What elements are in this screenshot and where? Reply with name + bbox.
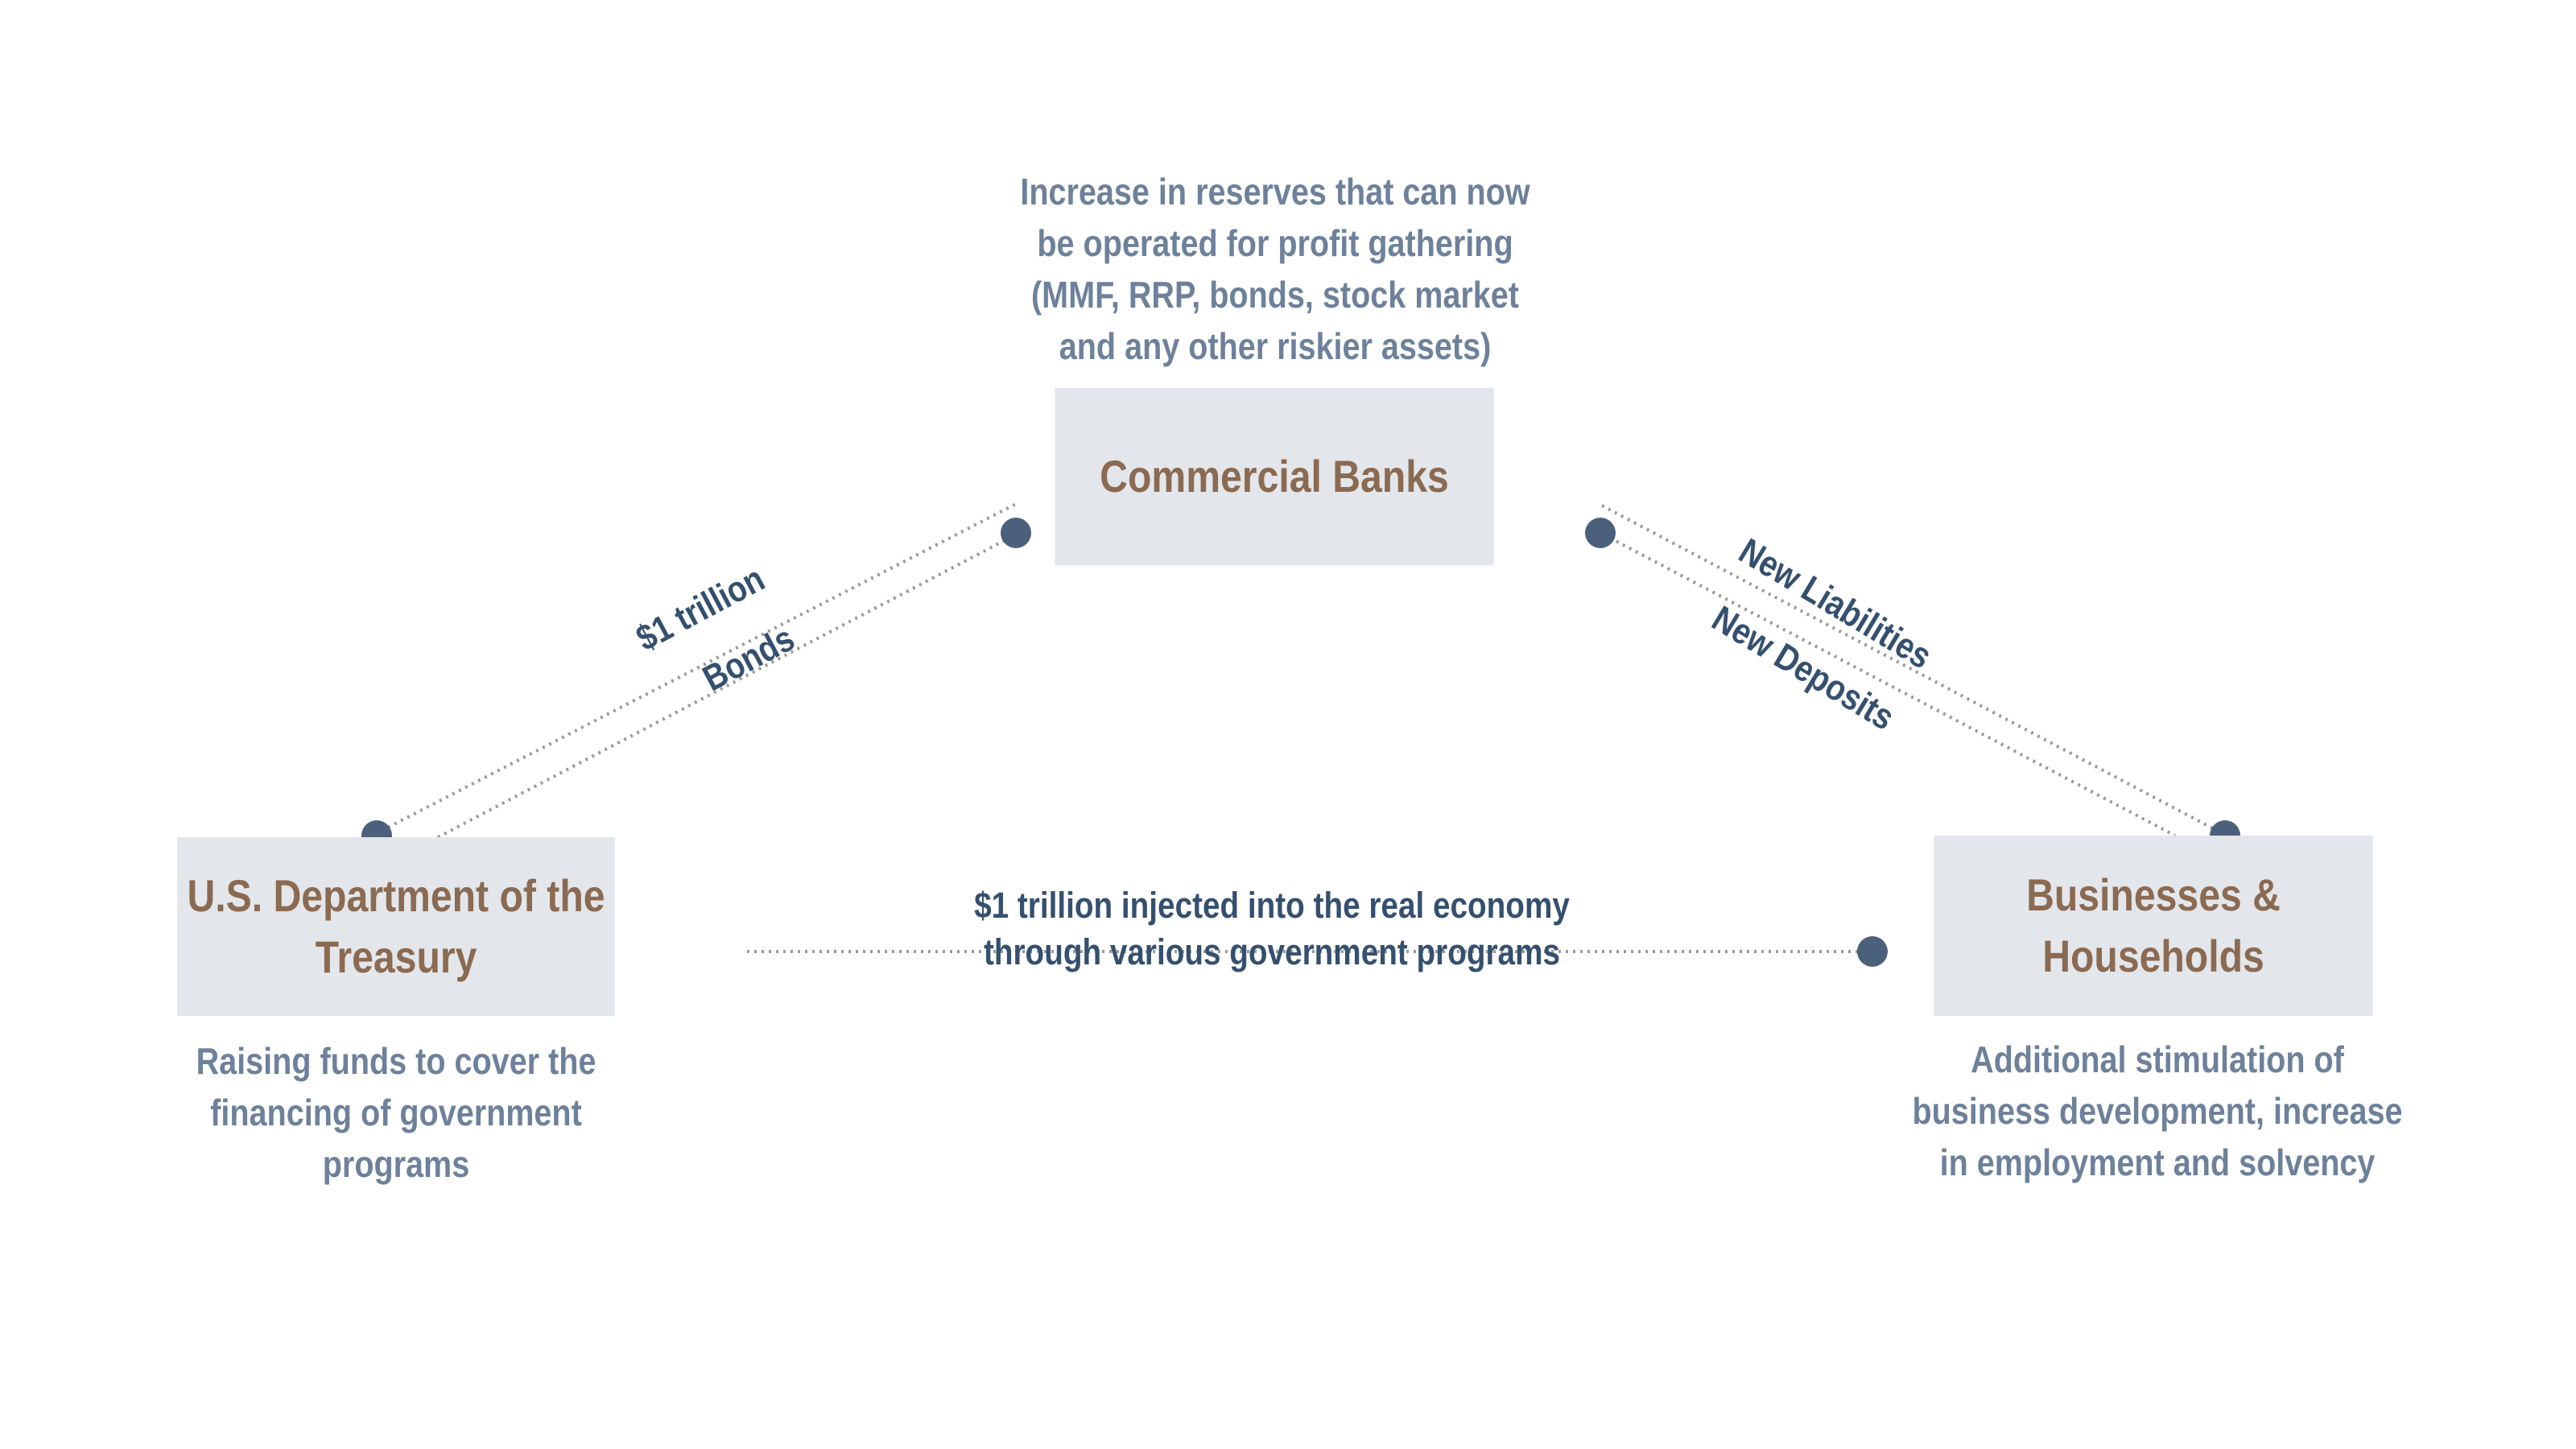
business-description-line: business development, increase [1912, 1090, 2403, 1132]
treasury-business-endpoint-dot [1857, 936, 1888, 967]
connector-treasury-banks-lower [437, 533, 1017, 839]
banks-description-line: and any other riskier assets) [1059, 325, 1492, 367]
treasury-description: Raising funds to cover the financing of … [119, 1035, 673, 1190]
injection-label-line: $1 trillion injected into the real econo… [974, 885, 1570, 926]
banks-description-line: Increase in reserves that can now [1020, 171, 1530, 213]
injection-label-line: through various government programs [983, 931, 1561, 972]
treasury-title: U.S. Department of the Treasury [187, 865, 605, 987]
business-description-line: in employment and solvency [1939, 1141, 2376, 1183]
connector-banks-business-upper [1601, 504, 2224, 836]
banks-treasury-endpoint-dot [1001, 518, 1031, 548]
treasury-title-line: Treasury [315, 931, 477, 982]
banks-description: Increase in reserves that can now be ope… [998, 166, 1552, 372]
business-description-line: Additional stimulation of [1971, 1038, 2344, 1080]
business-description: Additional stimulation of business devel… [1880, 1034, 2434, 1188]
treasury-description-line: programs [322, 1143, 470, 1185]
treasury-description-line: Raising funds to cover the [196, 1040, 597, 1082]
businesses-households-node: Businesses & Households [1934, 836, 2373, 1016]
businesses-households-title: Businesses & Households [2026, 869, 2281, 981]
treasury-title-line: U.S. Department of the [187, 870, 605, 922]
treasury-description-line: financing of government [210, 1092, 582, 1133]
connector-banks-business-lower [1603, 533, 2176, 837]
treasury-node: U.S. Department of the Treasury [177, 837, 615, 1016]
commercial-banks-title: Commercial Banks [1100, 451, 1449, 502]
commercial-banks-node: Commercial Banks [1055, 388, 1494, 565]
banks-business-endpoint-dot [1585, 518, 1616, 548]
banks-description-line: (MMF, RRP, bonds, stock market [1031, 274, 1519, 316]
flow-label-injection: $1 trillion injected into the real econo… [926, 882, 1618, 976]
banks-description-line: be operated for profit gathering [1037, 222, 1513, 264]
